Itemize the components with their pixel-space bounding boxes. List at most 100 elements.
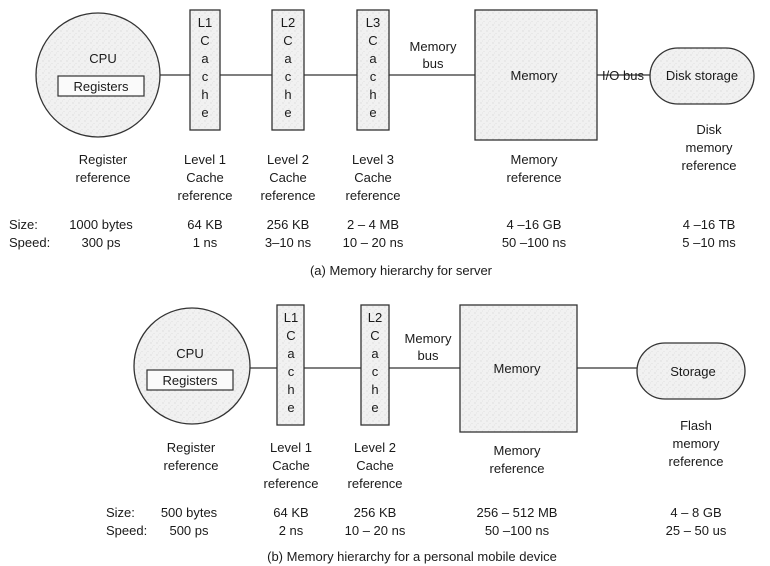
cache-letter: a xyxy=(287,346,295,361)
spec-value: 64 KB xyxy=(187,217,222,232)
caption-line: reference xyxy=(178,188,233,203)
cache-letter: C xyxy=(370,328,379,343)
cache-letter: e xyxy=(201,105,208,120)
cache-letter: L2 xyxy=(368,310,382,325)
caption-line: Level 1 xyxy=(270,440,312,455)
mobile-memory-box xyxy=(459,304,578,433)
spec-value: 256 – 512 MB xyxy=(477,505,558,520)
server-memory-label: Memory xyxy=(511,68,558,83)
server-l2-cache-box xyxy=(271,9,305,131)
mobile-registers-label: Registers xyxy=(163,373,218,388)
mobile-storage-label: Storage xyxy=(670,364,716,379)
cache-letter: a xyxy=(371,346,379,361)
cache-letter: c xyxy=(370,69,377,84)
cache-letter: c xyxy=(372,364,379,379)
spec-value: 5 –10 ms xyxy=(682,235,736,250)
cache-letter: C xyxy=(283,33,292,48)
cache-letter: h xyxy=(287,382,294,397)
caption-line: reference xyxy=(261,188,316,203)
spec-value: 64 KB xyxy=(273,505,308,520)
spec-value: 500 bytes xyxy=(161,505,218,520)
caption-line: reference xyxy=(507,170,562,185)
cache-letter: h xyxy=(369,87,376,102)
server-size-label: Size: xyxy=(9,217,38,232)
spec-value: 25 – 50 us xyxy=(666,523,727,538)
caption-line: reference xyxy=(346,188,401,203)
cache-letter: a xyxy=(369,51,377,66)
mobile-l2-cache-box xyxy=(360,304,390,426)
caption-line: reference xyxy=(164,458,219,473)
caption-line: Level 2 xyxy=(354,440,396,455)
cache-letter: a xyxy=(201,51,209,66)
spec-value: 10 – 20 ns xyxy=(345,523,406,538)
server-registers-box xyxy=(57,75,145,97)
server-io-bus-label: I/O bus xyxy=(602,68,644,83)
mobile-register-caption: Register reference xyxy=(164,440,219,473)
caption-line: Flash xyxy=(680,418,712,433)
cache-letter: e xyxy=(287,400,294,415)
caption-line: Cache xyxy=(272,458,310,473)
spec-value: 4 – 8 GB xyxy=(670,505,721,520)
server-speed-label: Speed: xyxy=(9,235,50,250)
caption-line: reference xyxy=(669,454,724,469)
spec-value: 1 ns xyxy=(193,235,218,250)
spec-value: 500 ps xyxy=(169,523,209,538)
server-cpu-title: CPU xyxy=(89,51,116,66)
mobile-l2-caption: Level 2 Cache reference xyxy=(348,440,403,491)
cache-letter: L1 xyxy=(198,15,212,30)
cache-letter: L3 xyxy=(366,15,380,30)
cache-letter: c xyxy=(202,69,209,84)
mobile-l1-cache-box xyxy=(276,304,305,426)
caption-line: Level 3 xyxy=(352,152,394,167)
caption-line: Cache xyxy=(356,458,394,473)
spec-value: 3–10 ns xyxy=(265,235,312,250)
caption-line: Level 1 xyxy=(184,152,226,167)
cache-letter: c xyxy=(288,364,295,379)
server-memory-bus-label-2: bus xyxy=(423,56,444,71)
server-memory-caption: Memory reference xyxy=(507,152,562,185)
mobile-memory-bus-label-2: bus xyxy=(418,348,439,363)
caption-line: Register xyxy=(167,440,216,455)
server-disk-storage-label: Disk storage xyxy=(666,68,738,83)
spec-value: 4 –16 GB xyxy=(507,217,562,232)
caption-line: Memory xyxy=(494,443,541,458)
mobile-cpu-title: CPU xyxy=(176,346,203,361)
mobile-memory-label: Memory xyxy=(494,361,541,376)
spec-value: 2 – 4 MB xyxy=(347,217,399,232)
cache-letter: C xyxy=(286,328,295,343)
server-disk-storage-shape xyxy=(649,47,755,105)
cache-letter: e xyxy=(371,400,378,415)
spec-value: 10 – 20 ns xyxy=(343,235,404,250)
cache-letter: L2 xyxy=(281,15,295,30)
cache-letter: h xyxy=(201,87,208,102)
caption-line: reference xyxy=(682,158,737,173)
spec-value: 1000 bytes xyxy=(69,217,133,232)
cache-letter: e xyxy=(284,105,291,120)
mobile-figure-caption: (b) Memory hierarchy for a personal mobi… xyxy=(267,549,557,564)
cache-letter: C xyxy=(368,33,377,48)
caption-line: Memory xyxy=(511,152,558,167)
mobile-cpu-circle xyxy=(133,307,251,425)
server-cpu-circle xyxy=(35,12,161,138)
spec-value: 256 KB xyxy=(267,217,310,232)
mobile-size-label: Size: xyxy=(106,505,135,520)
mobile-l1-caption: Level 1 Cache reference xyxy=(264,440,319,491)
cache-letter: c xyxy=(285,69,292,84)
caption-line: reference xyxy=(264,476,319,491)
caption-line: reference xyxy=(348,476,403,491)
